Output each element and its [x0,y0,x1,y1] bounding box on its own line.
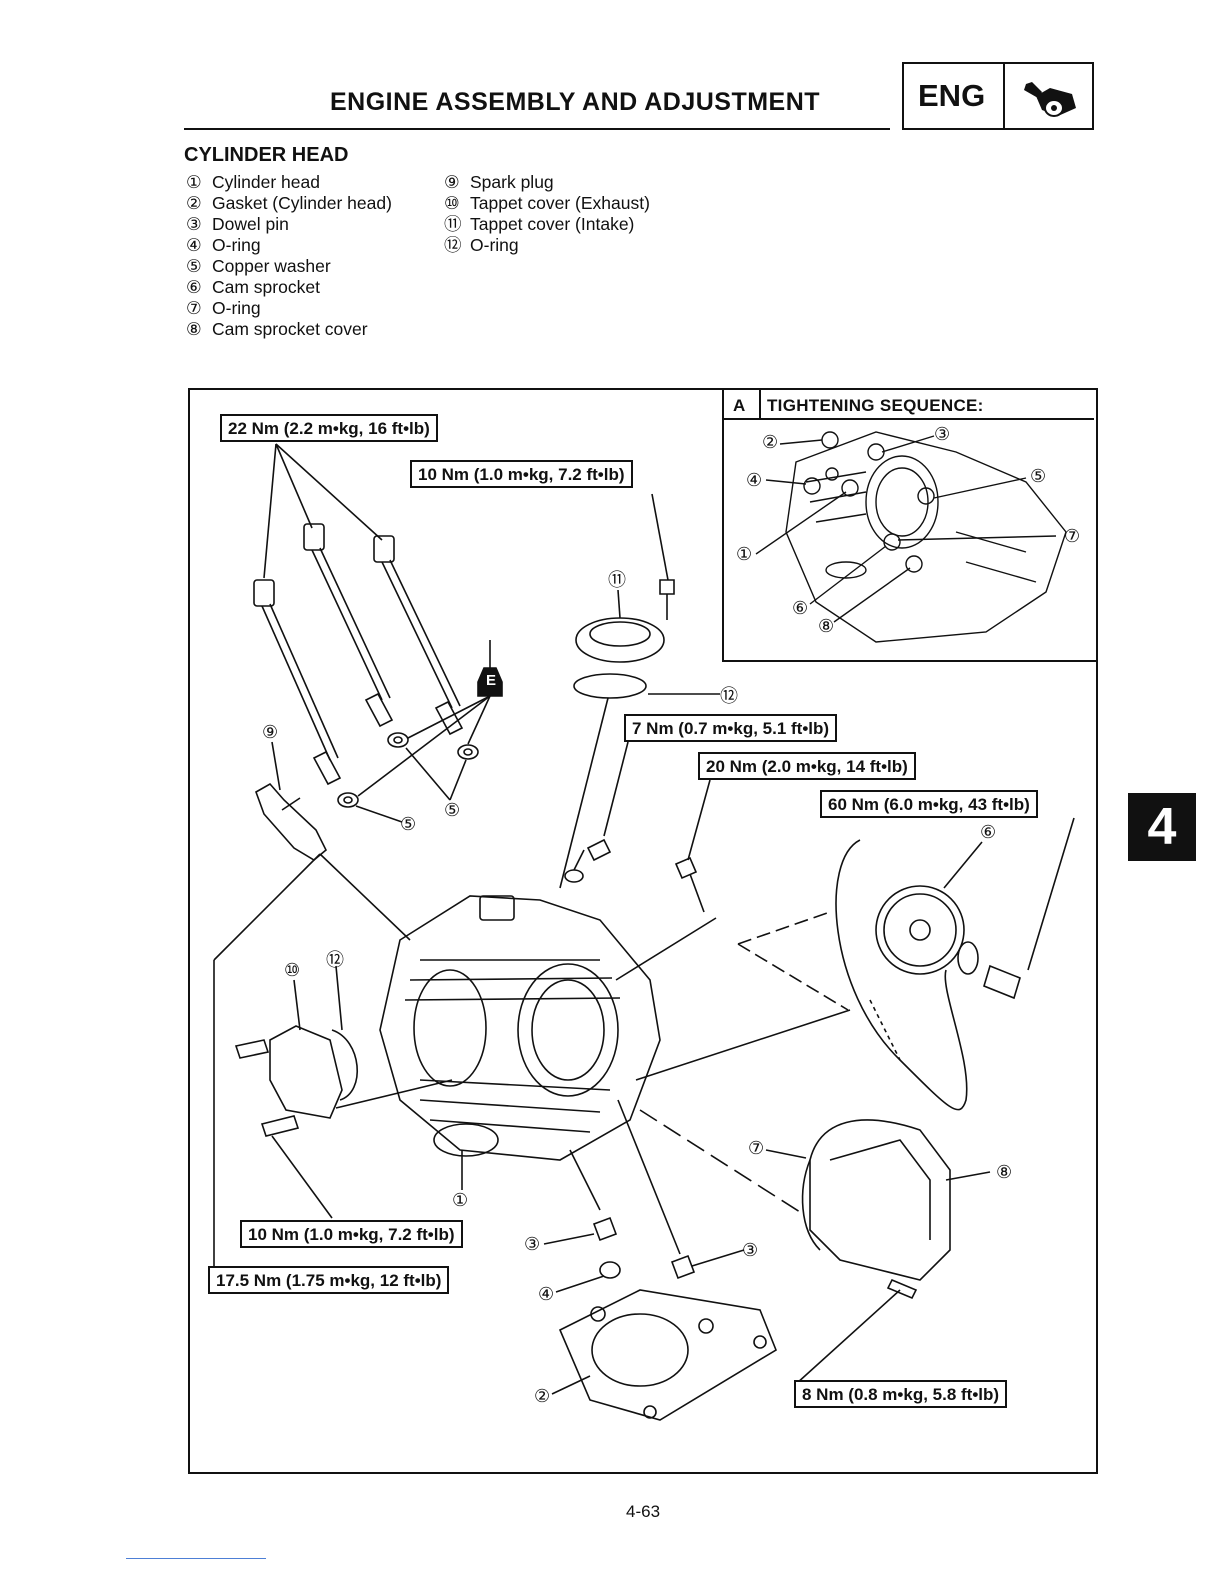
callout: ⑤ [1030,466,1047,486]
inset-title: TIGHTENING SEQUENCE: [767,396,984,415]
callout: ⑥ [980,822,997,842]
callout: ⑪ [608,570,626,590]
spark-plug [255,782,327,861]
callout: ③ [934,424,951,444]
callout: ③ [524,1234,541,1254]
inset-header [724,390,1094,420]
callout: ② [534,1386,551,1406]
callout: ⑤ [400,814,417,834]
inset-engine-drawing [755,431,1067,643]
section-badge-label: ENG [918,78,986,113]
diagram-frame [188,388,1098,1474]
tappet-cover-intake [575,617,665,663]
cylinder-head [379,895,661,1161]
callout: ⑧ [996,1162,1013,1182]
callout: ① [452,1190,469,1210]
callout: ⑫ [326,950,344,970]
callout: ⑤ [444,800,461,820]
torque-spec-spark-plug: 17.5 Nm (1.75 m•kg, 12 ft•lb) [208,1266,450,1294]
callout: ③ [742,1240,759,1260]
torque-spec-cylinder-bolt: 22 Nm (2.2 m•kg, 16 ft•lb) [220,414,438,442]
callout: ② [762,432,779,452]
inset-letter: A [733,396,746,415]
page-number: 4-63 [626,1502,661,1521]
cylinder-bolt [373,535,464,736]
engine-icon [1024,82,1076,117]
callout: ⑥ [792,598,809,618]
torque-spec-bolt: 7 Nm (0.7 m•kg, 5.1 ft•lb) [624,714,838,742]
cylinder-bolt [303,523,394,728]
callout: ④ [538,1284,555,1304]
chapter-tab [1128,793,1196,861]
tightening-sequence-inset [722,388,1098,662]
section-badge-divider [1003,62,1005,130]
callout: ⑫ [720,686,738,706]
cylinder-bolt [253,579,342,786]
callout: ① [736,544,753,564]
callout: ⑨ [262,722,279,742]
section-title: CYLINDER HEAD [184,144,349,166]
callout: ⑧ [818,616,835,636]
engine-oil-mark: E [485,672,496,689]
chapter-tab-label: 4 [1147,798,1177,856]
callout: ⑦ [1064,526,1081,546]
callout: ④ [746,470,763,490]
torque-spec-bolt: 20 Nm (2.0 m•kg, 14 ft•lb) [698,752,916,780]
torque-spec-cover-bolt: 8 Nm (0.8 m•kg, 5.8 ft•lb) [794,1380,1008,1408]
torque-spec-cam-sprocket: 60 Nm (6.0 m•kg, 43 ft•lb) [820,790,1038,818]
footer-rule [126,1558,266,1559]
callout: ⑦ [748,1138,765,1158]
cam-sprocket [875,885,965,975]
torque-spec-tappet-exhaust: 10 Nm (1.0 m•kg, 7.2 ft•lb) [240,1220,463,1248]
header-rule [184,128,890,130]
inset-header-divider [759,390,761,420]
callout: ⑩ [284,960,301,980]
section-badge [902,62,1094,130]
cylinder-head-gasket [558,1289,777,1421]
tappet-cover-exhaust [269,1025,359,1119]
cam-sprocket-cover [801,1119,951,1281]
torque-spec-tappet-intake: 10 Nm (1.0 m•kg, 7.2 ft•lb) [410,460,633,488]
page-title: ENGINE ASSEMBLY AND ADJUSTMENT [330,88,821,116]
